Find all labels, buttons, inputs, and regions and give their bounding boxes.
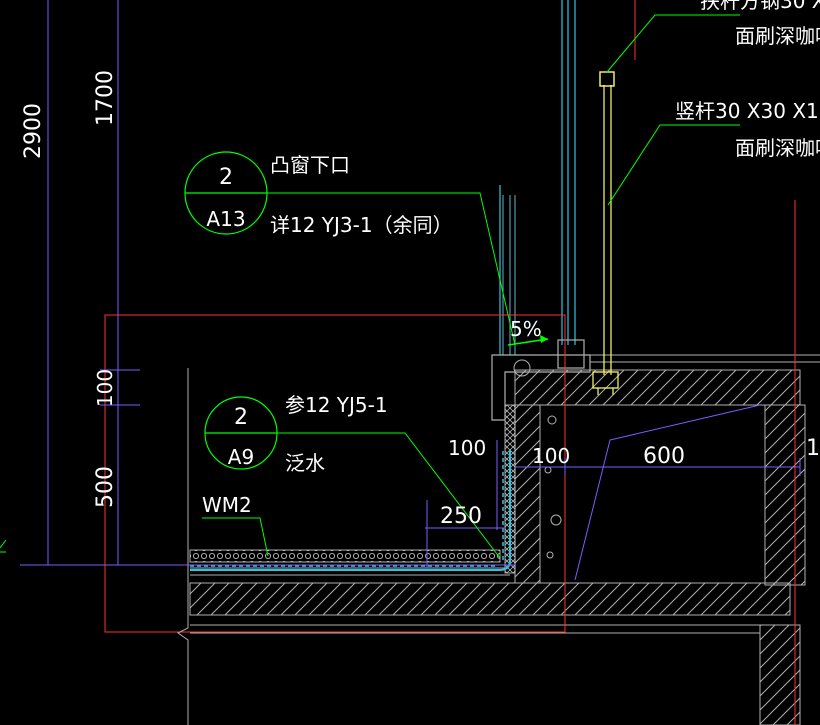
section-slope-line [574, 404, 761, 581]
roof-slab [189, 582, 791, 616]
callout-window-detail: 2 A13 [184, 151, 268, 235]
bay-sill-slab [514, 369, 801, 406]
dim-line-250 [425, 500, 505, 568]
window-callout-title: 凸窗下口 [270, 153, 350, 177]
dim-100-gap: 100 [532, 444, 570, 468]
top-rail-note-line1: 扶杆方钢30 X [700, 0, 820, 13]
sill-lines [590, 354, 820, 363]
leader-top-rail [606, 14, 740, 73]
leader-window-callout [267, 192, 516, 346]
aggregate-dot [547, 415, 557, 425]
roof-code-label: WM2 [202, 493, 252, 517]
top-rail-note-line2: 面刷深咖啡 [735, 24, 820, 48]
flashing-callout-reference: 参12 YJ5-1 [285, 393, 388, 417]
window-frame-lines-2 [502, 195, 516, 355]
aggregate-dot [550, 514, 562, 526]
leader-flashing-callout [277, 432, 501, 559]
callout-flashing-detail: 2 A9 [204, 396, 278, 470]
leader-post [607, 124, 740, 206]
lower-wall [759, 624, 801, 725]
railing-post-cap [599, 71, 615, 87]
railing-base [592, 371, 619, 395]
window-frame-profile [557, 339, 585, 369]
dim-100-upturn: 100 [448, 436, 486, 460]
window-frame-lines [499, 0, 576, 355]
slab-soffit-lines [190, 624, 790, 634]
red-vertical [634, 0, 796, 725]
dim-ext-lines [20, 369, 515, 566]
dim-250: 250 [440, 504, 482, 529]
roof-insulation [189, 549, 501, 563]
slope-arrowhead [540, 335, 548, 343]
window-callout-reference: 详12 YJ3-1（余同） [270, 213, 453, 237]
callout-number: 2 [234, 405, 248, 430]
right-wall [764, 404, 806, 586]
aggregate-dot [546, 551, 554, 559]
dim-600: 600 [643, 444, 685, 469]
dim-line-600 [515, 458, 801, 476]
post-note-line2: 面刷深咖啡 [735, 136, 820, 160]
screed-lines [190, 561, 510, 576]
curb-beam [514, 404, 541, 584]
drip-circle [513, 359, 531, 377]
dim-100-curb: 100 [93, 369, 117, 407]
flashing-callout-title: 泛水 [285, 451, 325, 475]
dim-1700: 1700 [93, 70, 118, 126]
slope-label: 5% [510, 317, 542, 341]
callout-number: 2 [219, 165, 233, 190]
flashing-dashed [190, 450, 504, 567]
callout-sheet: A9 [228, 445, 254, 469]
callout-sheet: A13 [206, 207, 245, 231]
dim-2900: 2900 [21, 103, 46, 159]
dim-500: 500 [93, 466, 118, 508]
dim-edge-cut: 10 [806, 436, 820, 461]
edge-marker [0, 539, 7, 553]
red-outline [104, 314, 566, 633]
left-wall-line [177, 368, 189, 725]
leader-wm2 [202, 517, 269, 557]
railing-post [603, 85, 612, 375]
post-note-line1: 竖杆30 X30 X1 [675, 99, 819, 123]
waterproof-membrane [190, 450, 511, 571]
